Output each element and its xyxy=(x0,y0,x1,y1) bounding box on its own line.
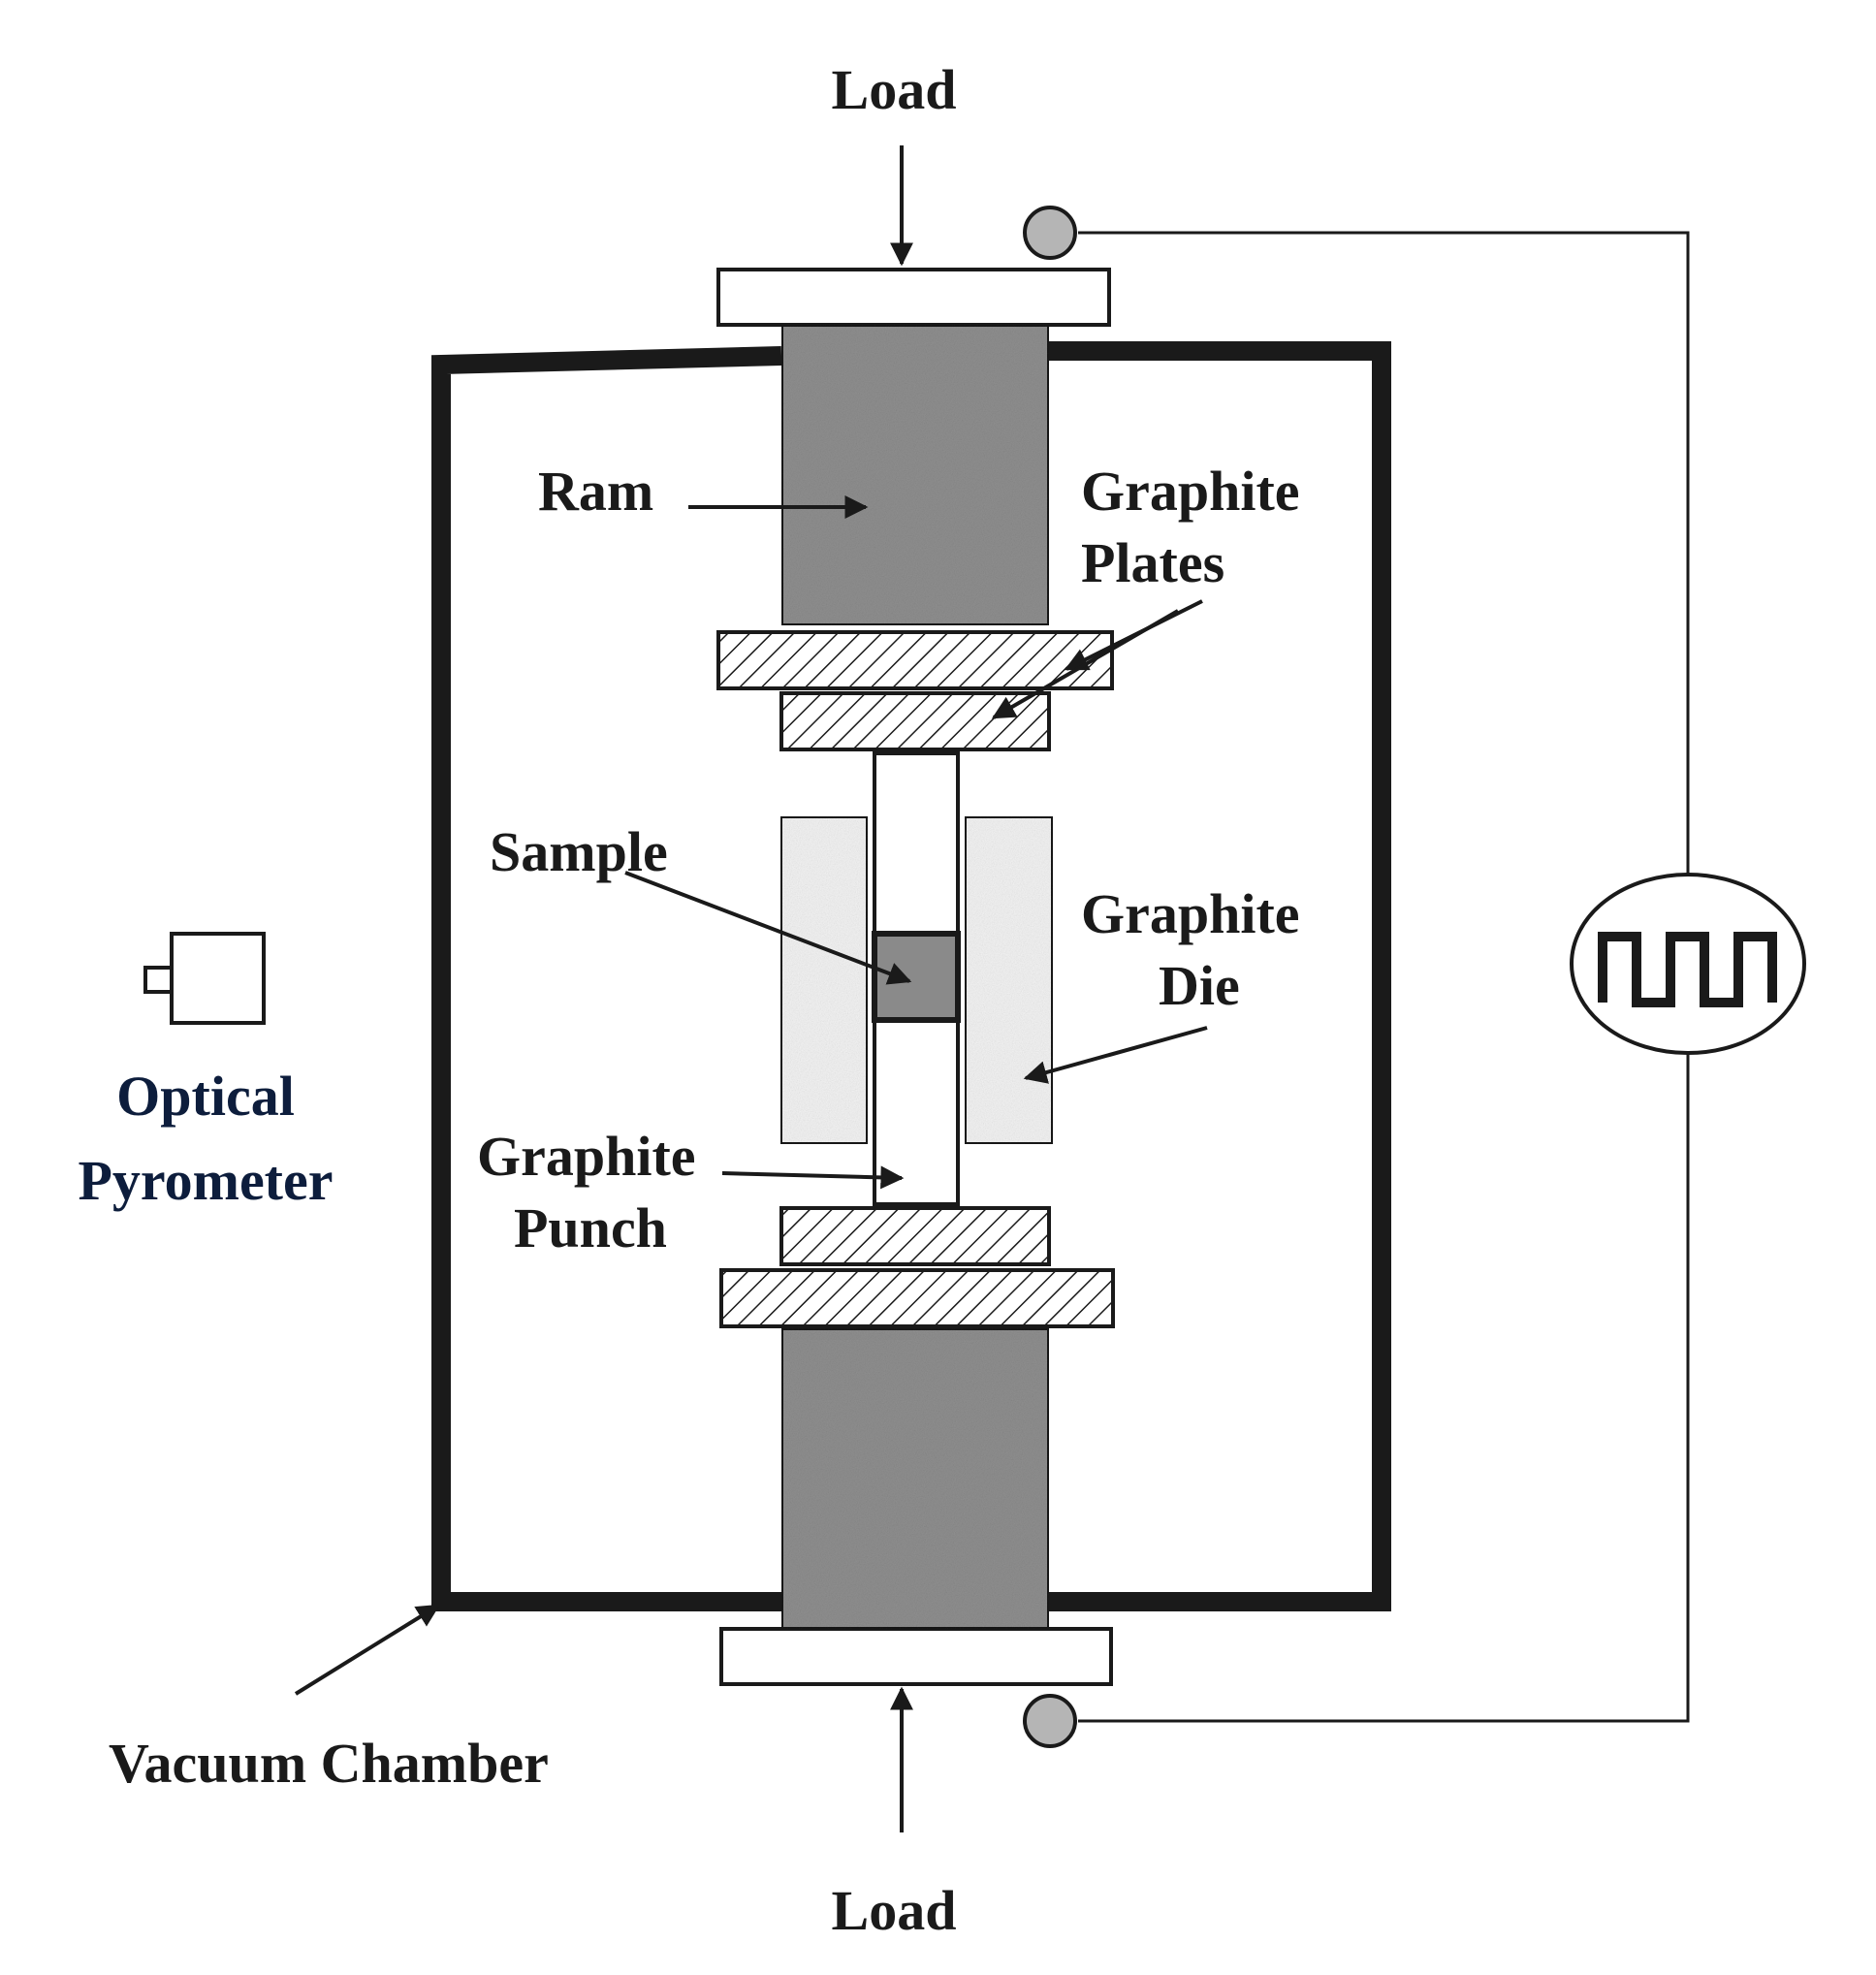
optical-pyrometer-label-line1: Optical xyxy=(116,1065,295,1128)
square-wave-icon xyxy=(1570,873,1806,1055)
graphite-plates-label-line1: Graphite xyxy=(1081,460,1300,523)
graphite-die-label-line2: Die xyxy=(1159,954,1240,1017)
electrode-terminal-icon xyxy=(1023,206,1077,260)
lower-graphite-plate-wide xyxy=(719,1268,1115,1328)
lower-graphite-punch xyxy=(873,1018,960,1206)
electrode-terminal-icon xyxy=(1023,1694,1077,1748)
bottom-press-plate xyxy=(719,1627,1113,1686)
optical-pyrometer-label-line2: Pyrometer xyxy=(79,1149,334,1212)
graphite-plates-pointer-arrow-2 xyxy=(991,609,1180,719)
graphite-die-left xyxy=(779,814,870,1146)
ram-label: Ram xyxy=(538,460,653,523)
sample-pointer-arrow xyxy=(624,871,912,985)
upper-ram xyxy=(779,323,1051,627)
electrical-circuit xyxy=(1078,231,1690,1723)
vacuum-chamber xyxy=(431,341,1391,1611)
top-press-plate xyxy=(716,268,1111,327)
load-bottom-label: Load xyxy=(832,1879,957,1942)
load-top-label: Load xyxy=(832,58,957,121)
graphite-punch-label-line1: Graphite xyxy=(477,1125,696,1188)
vacuum-chamber-label: Vacuum Chamber xyxy=(109,1732,549,1795)
upper-graphite-plate-narrow xyxy=(779,691,1051,751)
lower-ram xyxy=(779,1326,1051,1631)
sample-label: Sample xyxy=(490,820,668,883)
graphite-die-pointer-arrow xyxy=(1023,1026,1208,1084)
graphite-punch-pointer-arrow xyxy=(721,1165,905,1190)
vacuum-chamber-pointer-arrow xyxy=(294,1604,441,1696)
pyrometer-icon xyxy=(143,932,266,1025)
upper-graphite-plate-wide xyxy=(716,630,1114,690)
lower-graphite-plate-narrow xyxy=(779,1206,1051,1266)
graphite-punch-label-line2: Punch xyxy=(514,1196,667,1259)
graphite-die-right xyxy=(963,814,1055,1146)
graphite-die-label-line1: Graphite xyxy=(1081,882,1300,945)
graphite-plates-label-line2: Plates xyxy=(1081,531,1224,594)
upper-graphite-punch xyxy=(873,751,960,936)
sample xyxy=(872,931,961,1023)
